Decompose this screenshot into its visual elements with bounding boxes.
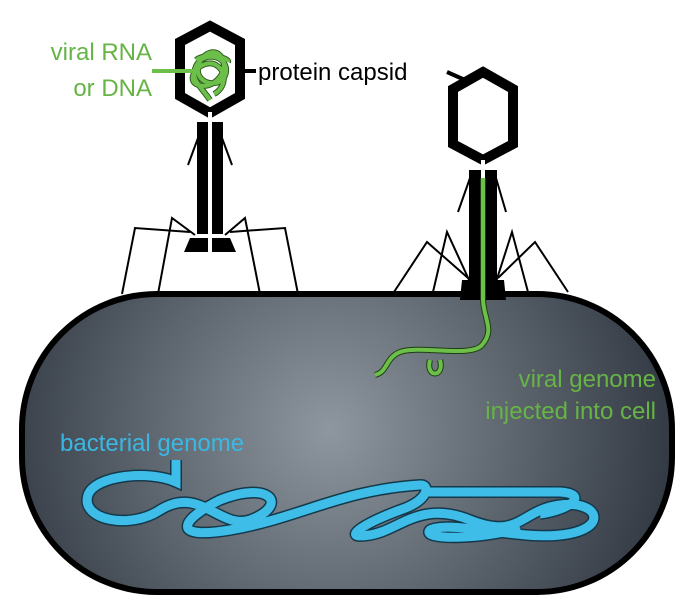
tail-fibers	[121, 137, 299, 295]
label-bacterial-genome: bacterial genome	[60, 430, 244, 457]
capsid-label-line	[446, 70, 466, 82]
phage-injecting	[373, 66, 569, 378]
label-viral-rna-line1: viral RNA	[51, 39, 152, 66]
capsid	[448, 66, 518, 166]
label-protein-capsid: protein capsid	[258, 59, 407, 86]
label-viral-rna-line2: or DNA	[73, 75, 152, 102]
bacterial-genome	[81, 460, 600, 544]
viral-dna-coil	[189, 49, 232, 102]
phage-intact	[121, 20, 299, 295]
tail-fibers	[393, 177, 569, 293]
label-viral-genome-line2: injected into cell	[485, 398, 656, 425]
bacterial-cell	[19, 291, 675, 595]
label-viral-genome-line1: viral genome	[519, 366, 656, 393]
